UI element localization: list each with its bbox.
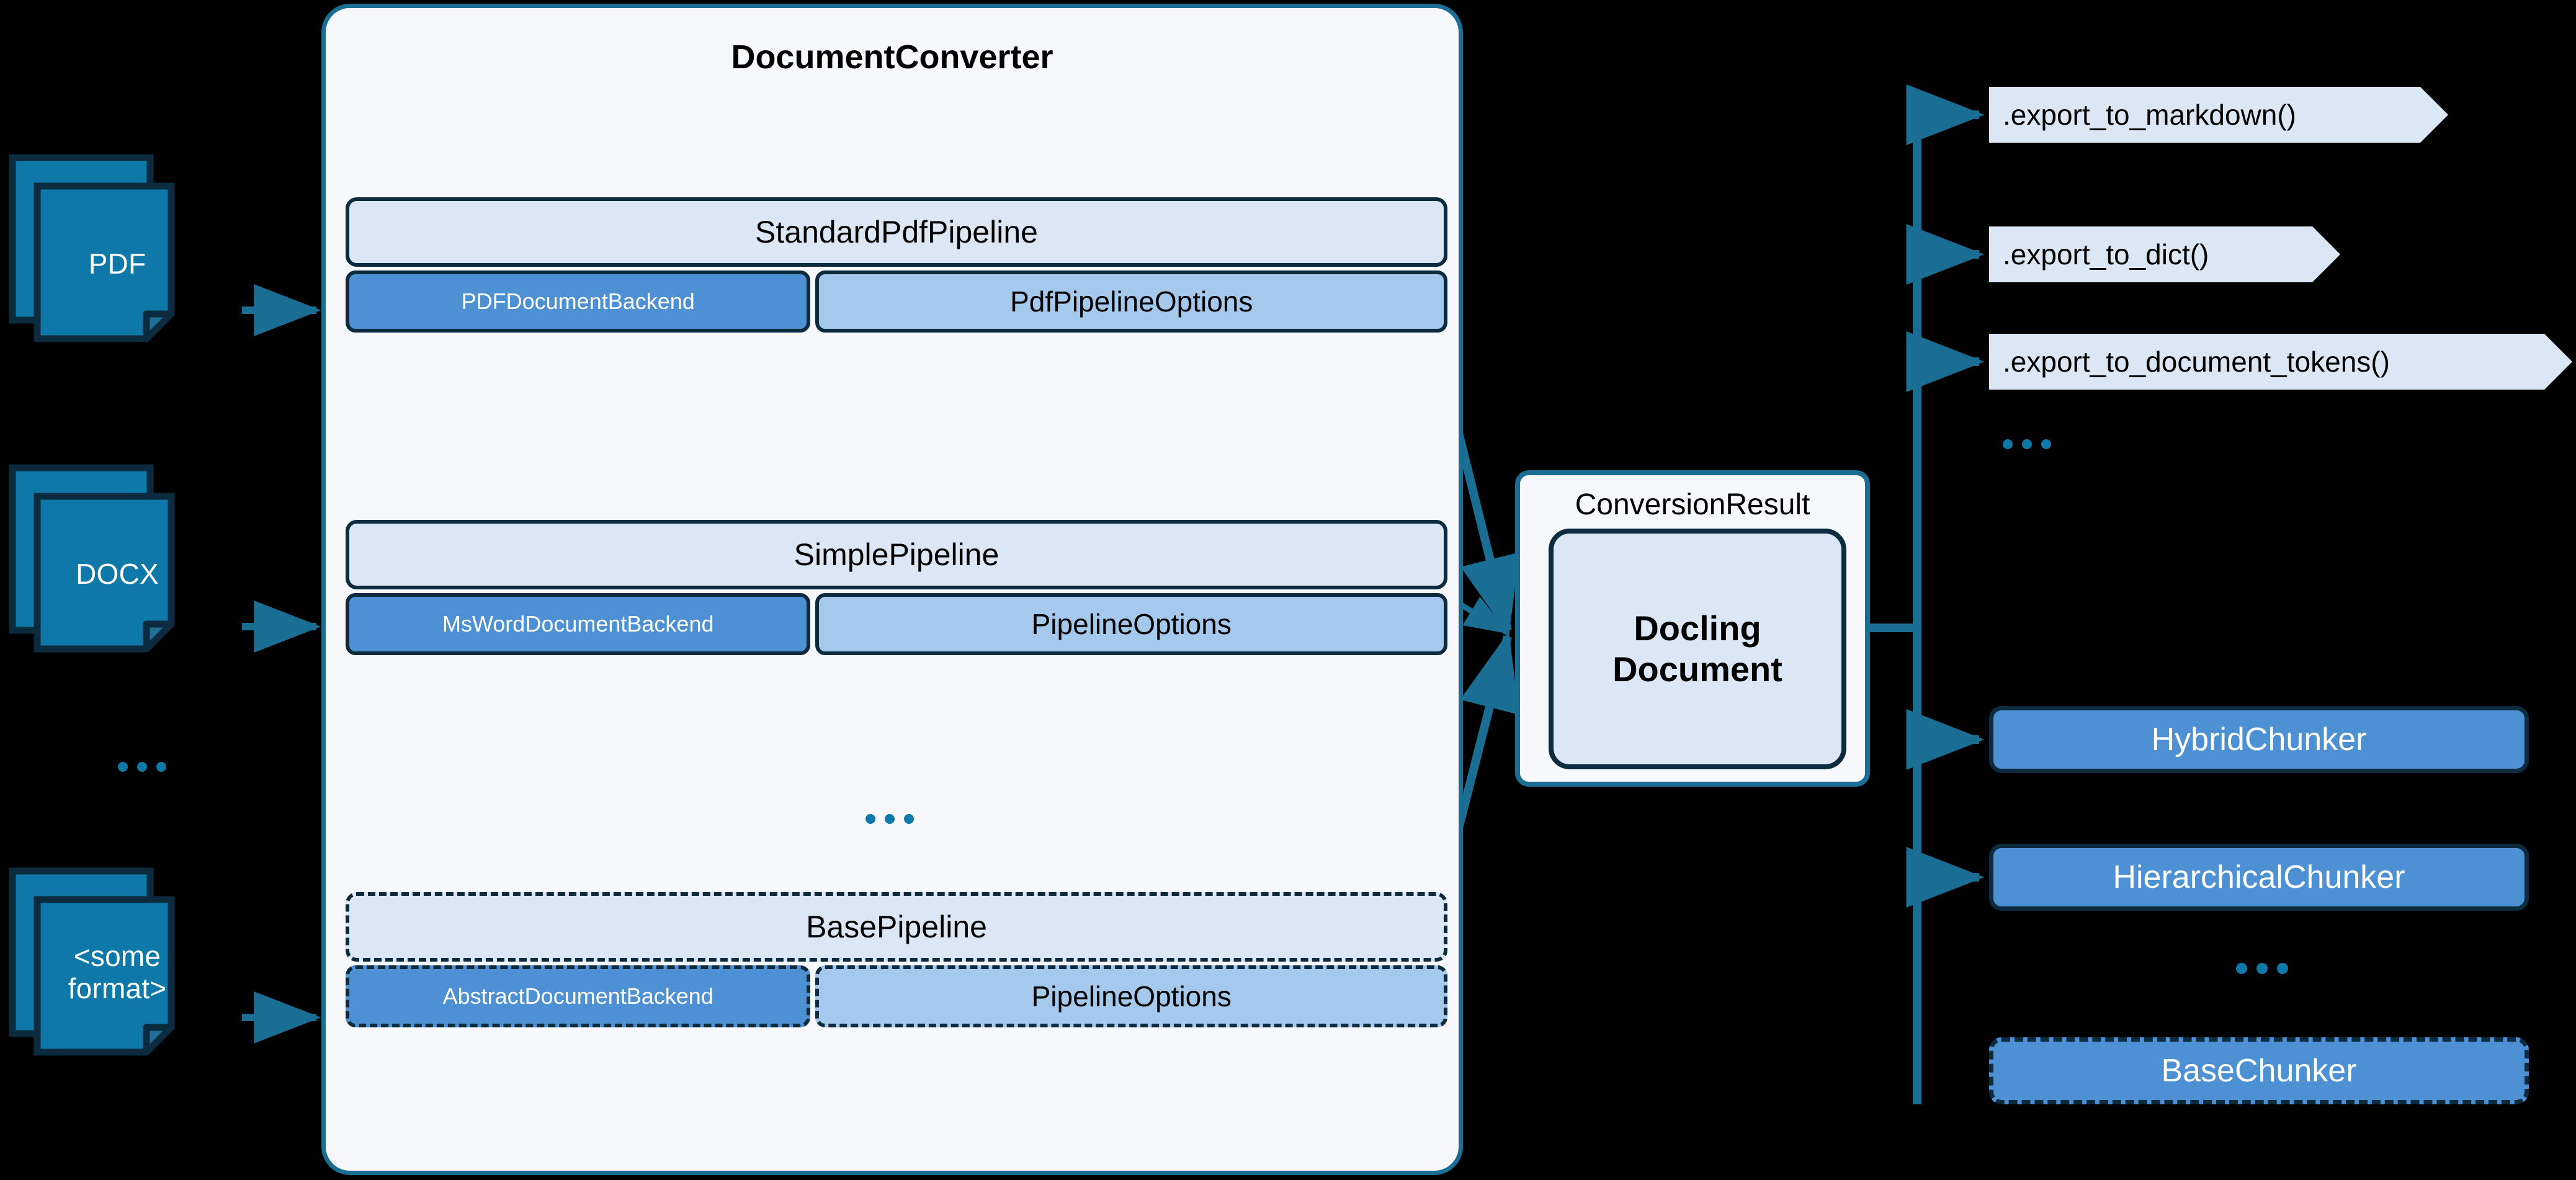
export-markdown[interactable]: .export_to_markdown() [1989, 87, 2448, 143]
pipeline-options[interactable]: PipelineOptions [815, 593, 1447, 655]
chunker-label: HybridChunker [2151, 722, 2367, 758]
chunker-label: BaseChunker [2161, 1053, 2357, 1089]
chunker-base[interactable]: BaseChunker [1989, 1037, 2529, 1104]
export-dict[interactable]: .export_to_dict() [1989, 226, 2340, 282]
conversion-result-container[interactable]: ConversionResult Docling Document [1515, 470, 1870, 787]
pipeline-options[interactable]: PdfPipelineOptions [815, 270, 1447, 333]
pipeline-members: MsWordDocumentBackend PipelineOptions [346, 593, 1447, 655]
document-converter-container: DocumentConverter StandardPdfPipeline PD… [321, 4, 1463, 1175]
export-document-tokens[interactable]: .export_to_document_tokens() [1989, 334, 2572, 390]
chunker-ellipsis [2236, 963, 2288, 974]
input-docx[interactable]: DOCX [9, 464, 226, 653]
pipeline-group-standard-pdf[interactable]: StandardPdfPipeline PDFDocumentBackend P… [346, 197, 1447, 333]
pipeline-members: PDFDocumentBackend PdfPipelineOptions [346, 270, 1447, 333]
converter-ellipsis [865, 814, 914, 824]
input-edges [242, 284, 321, 1044]
input-pdf[interactable]: PDF [9, 154, 226, 342]
result-output-edges [1870, 84, 1985, 1104]
pipeline-name: BasePipeline [346, 892, 1447, 962]
docling-document-box[interactable]: Docling Document [1549, 529, 1846, 769]
pipeline-backend[interactable]: MsWordDocumentBackend [346, 593, 811, 655]
chunker-hybrid[interactable]: HybridChunker [1989, 706, 2529, 773]
pipeline-name: SimplePipeline [346, 520, 1447, 589]
pipeline-options[interactable]: PipelineOptions [815, 965, 1447, 1027]
document-stack-icon [9, 154, 175, 342]
input-some-format[interactable]: <some format> [9, 867, 226, 1056]
converter-title: DocumentConverter [731, 38, 1053, 76]
conversion-result-title: ConversionResult [1575, 488, 1810, 521]
export-ellipsis [2003, 439, 2051, 449]
document-stack-icon [9, 867, 175, 1056]
pipeline-name: StandardPdfPipeline [346, 197, 1447, 267]
chunker-hierarchical[interactable]: HierarchicalChunker [1989, 844, 2529, 911]
input-ellipsis [118, 762, 166, 772]
pipeline-members: AbstractDocumentBackend PipelineOptions [346, 965, 1447, 1027]
pipeline-group-simple[interactable]: SimplePipeline MsWordDocumentBackend Pip… [346, 520, 1447, 655]
pipeline-group-base[interactable]: BasePipeline AbstractDocumentBackend Pip… [346, 892, 1447, 1027]
document-stack-icon [9, 464, 175, 653]
pipeline-backend[interactable]: AbstractDocumentBackend [346, 965, 811, 1027]
export-label: .export_to_document_tokens() [2003, 346, 2390, 378]
pipeline-backend[interactable]: PDFDocumentBackend [346, 270, 811, 333]
export-label: .export_to_dict() [2003, 238, 2209, 270]
export-label: .export_to_markdown() [2003, 99, 2296, 131]
chunker-label: HierarchicalChunker [2113, 859, 2405, 895]
